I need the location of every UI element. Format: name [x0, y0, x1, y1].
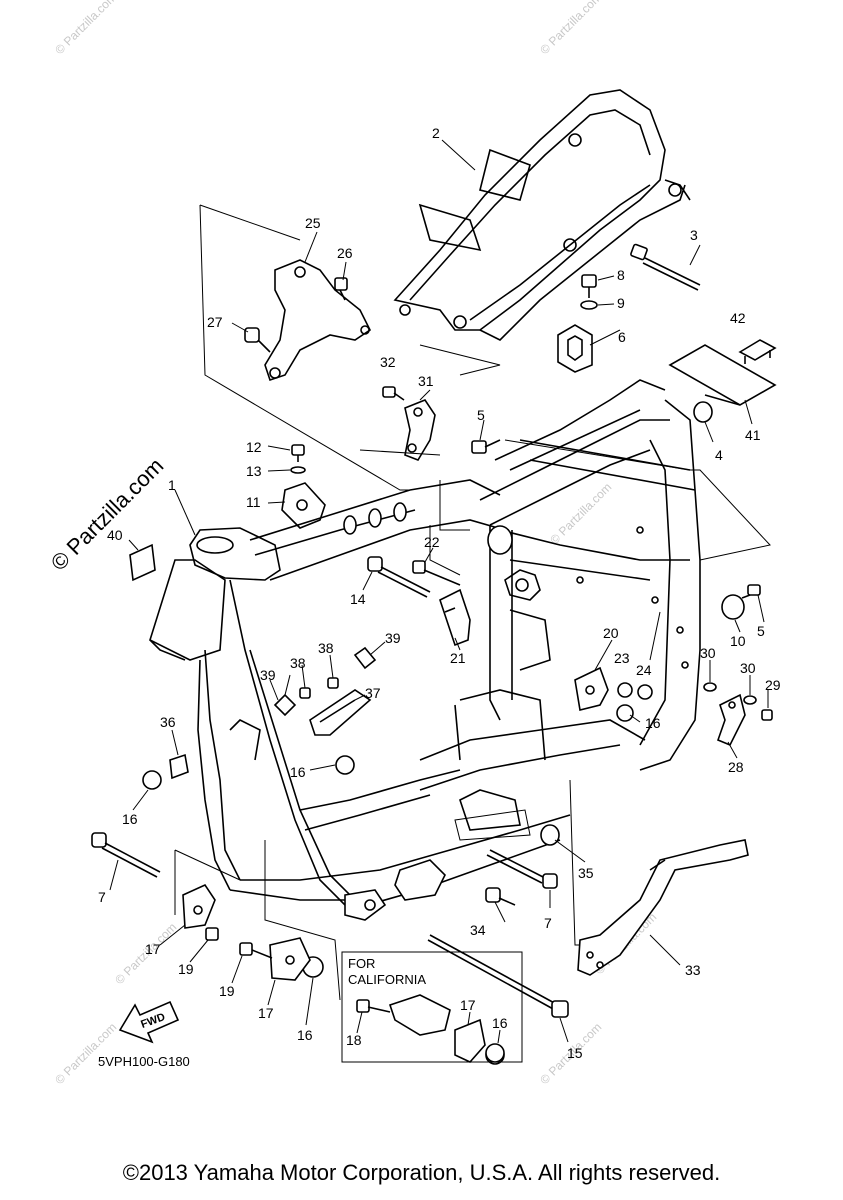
- bracket-6-part: [557, 274, 598, 373]
- diagram-code: 5VPH100-G180: [98, 1054, 190, 1069]
- callout-37: 37: [365, 685, 381, 701]
- callout-5-right: 5: [757, 623, 765, 639]
- bracket-25-assembly: [199, 204, 410, 491]
- bracket-21-part: [439, 588, 471, 647]
- callout-36: 36: [160, 714, 176, 730]
- callout-20: 20: [603, 625, 619, 641]
- callout-22: 22: [424, 534, 440, 550]
- callout-40: 40: [107, 527, 123, 543]
- bolt-14-part: [367, 556, 431, 598]
- main-frame-part: [149, 379, 701, 921]
- bracket-28-part: [703, 682, 773, 747]
- rear-fender-part: [393, 89, 691, 341]
- callout-17-inset: 17: [460, 997, 476, 1013]
- callout-9: 9: [617, 295, 625, 311]
- callout-35: 35: [578, 865, 594, 881]
- callout-13: 13: [246, 463, 262, 479]
- faint-watermarks: © Partzilla.com © Partzilla.com © Partzi…: [52, 0, 659, 1087]
- callout-38-left: 38: [290, 655, 306, 671]
- inset-label-california: CALIFORNIA: [348, 972, 426, 987]
- callout-29: 29: [765, 677, 781, 693]
- callout-39-right: 39: [385, 630, 401, 646]
- callout-17-mid: 17: [258, 1005, 274, 1021]
- bolt-7-left: [91, 832, 161, 878]
- california-inset: FOR CALIFORNIA: [341, 951, 523, 1063]
- callout-5-upper: 5: [477, 407, 485, 423]
- callout-19-left: 19: [178, 961, 194, 977]
- callout-3: 3: [690, 227, 698, 243]
- callout-30-left: 30: [700, 645, 716, 661]
- callout-18: 18: [346, 1032, 362, 1048]
- callout-33: 33: [685, 962, 701, 978]
- callout-16-left: 16: [122, 811, 138, 827]
- fwd-arrow: FWD: [118, 1000, 180, 1044]
- bracket-11-part: [281, 444, 326, 529]
- callout-17-left: 17: [145, 941, 161, 957]
- leader-lines: [109, 139, 769, 1044]
- watermark-top-right: © Partzilla.com: [537, 0, 604, 57]
- copyright-notice: ©2013 Yamaha Motor Corporation, U.S.A. A…: [122, 1160, 721, 1185]
- inset-label-for: FOR: [348, 956, 375, 971]
- bolt-3-part: [630, 243, 701, 291]
- callout-42: 42: [730, 310, 746, 326]
- callout-16-mid: 16: [290, 764, 306, 780]
- cap-35-part: [540, 824, 560, 846]
- callout-19-mid: 19: [219, 983, 235, 999]
- callout-numbers: 2 3 4 6 8 9 42 41 25 26 27 32 31 5 12 13…: [98, 125, 781, 1061]
- watermark-mid: © Partzilla.com: [547, 480, 614, 547]
- callout-16-lower: 16: [297, 1027, 313, 1043]
- bolt-34-part: [485, 887, 516, 906]
- callout-4: 4: [715, 447, 723, 463]
- callout-16-right: 16: [645, 715, 661, 731]
- bracket-17-left: [182, 883, 219, 941]
- callout-25: 25: [305, 215, 321, 231]
- bolt-7-right: [486, 849, 558, 889]
- callout-15: 15: [567, 1045, 583, 1061]
- callout-8: 8: [617, 267, 625, 283]
- bolt-15-part: [427, 934, 569, 1018]
- cap-10-part: [721, 584, 761, 620]
- engine-stay-33: [577, 839, 749, 976]
- callout-38-right: 38: [318, 640, 334, 656]
- callout-21: 21: [450, 650, 466, 666]
- watermark-top-left: © Partzilla.com: [52, 0, 119, 57]
- callout-34: 34: [470, 922, 486, 938]
- callout-10: 10: [730, 633, 746, 649]
- callout-2: 2: [432, 125, 440, 141]
- callout-14: 14: [350, 591, 366, 607]
- callout-41: 41: [745, 427, 761, 443]
- part-41-42: [668, 339, 777, 406]
- part-36: [169, 753, 189, 780]
- callout-26: 26: [337, 245, 353, 261]
- callout-31: 31: [418, 373, 434, 389]
- callout-16-inset: 16: [492, 1015, 508, 1031]
- callout-7-left: 7: [98, 889, 106, 905]
- bracket-20-part: [574, 666, 653, 722]
- callout-39-left: 39: [260, 667, 276, 683]
- callout-27: 27: [207, 314, 223, 330]
- callout-28: 28: [728, 759, 744, 775]
- bolt-22-part: [412, 560, 461, 586]
- bolt-5-upper: [471, 439, 501, 454]
- bracket-31-part: [382, 386, 436, 461]
- part-40: [129, 543, 156, 582]
- callout-1: 1: [168, 477, 176, 493]
- part-37-assembly: [273, 646, 377, 736]
- callout-12: 12: [246, 439, 262, 455]
- callout-32: 32: [380, 354, 396, 370]
- callout-11: 11: [246, 494, 261, 510]
- callout-30-right: 30: [740, 660, 756, 676]
- callout-24: 24: [636, 662, 652, 678]
- bracket-17-mid: [239, 937, 311, 981]
- callout-6: 6: [618, 329, 626, 345]
- callout-23: 23: [614, 650, 630, 666]
- nut-4-part: [693, 401, 713, 423]
- callout-7-right: 7: [544, 915, 552, 931]
